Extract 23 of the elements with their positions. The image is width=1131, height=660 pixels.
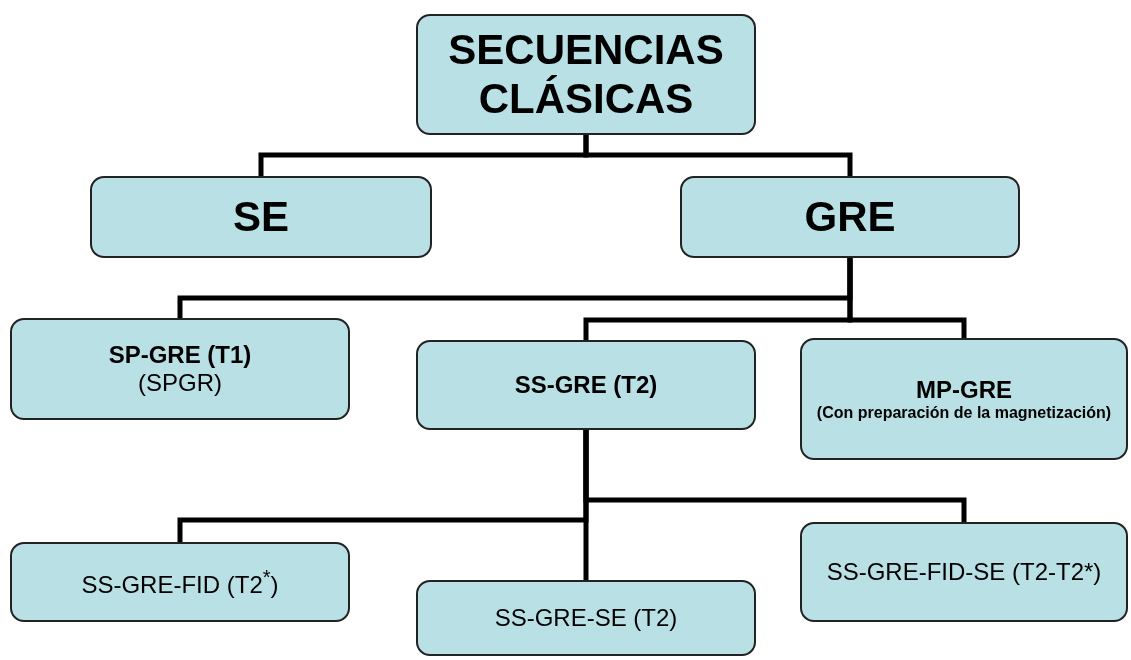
box-title: SP-GRE (T1) xyxy=(108,341,252,369)
connector-line xyxy=(583,135,853,176)
box-title: SE xyxy=(233,192,289,242)
box-title: SS-GRE-FID (T2$^{*}$) xyxy=(81,565,279,599)
box-title: MP-GRE xyxy=(916,376,1012,404)
category-box xyxy=(800,338,1128,460)
box-title: SECUENCIAS CLÁSICAS xyxy=(447,26,725,123)
category-box xyxy=(416,580,756,656)
category-box xyxy=(90,176,432,258)
category-box xyxy=(416,340,756,430)
category-box xyxy=(680,176,1020,258)
box-subtitle: (SPGR) xyxy=(138,369,222,397)
connector-line xyxy=(847,258,967,338)
box-title: SS-GRE-SE (T2) xyxy=(494,604,678,632)
category-box xyxy=(10,318,350,420)
category-box xyxy=(416,14,756,135)
box-title: GRE xyxy=(804,192,896,242)
category-box xyxy=(800,522,1128,622)
category-box xyxy=(10,542,350,622)
box-title: SS-GRE-FID-SE (T2-T2*) xyxy=(826,558,1102,586)
connector-line xyxy=(583,430,967,522)
box-title: SS-GRE (T2) xyxy=(514,371,658,399)
box-subtitle: (Con preparación de la magnetización) xyxy=(816,403,1112,422)
